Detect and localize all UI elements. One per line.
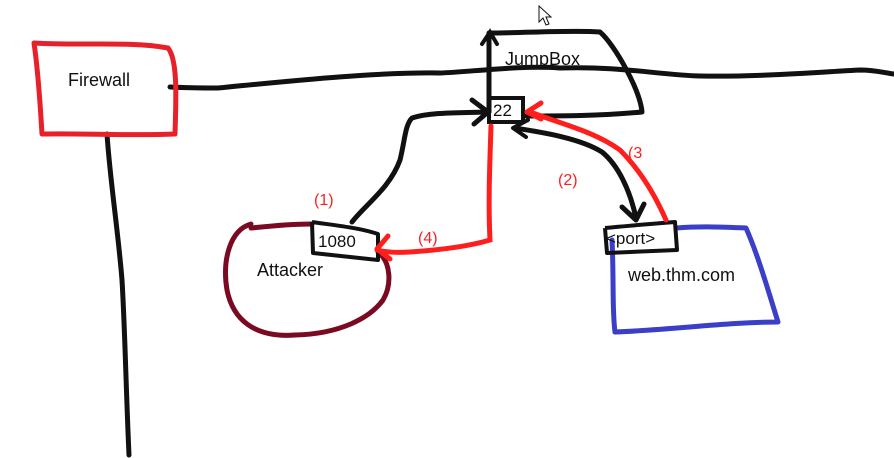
- step-3-label: (3: [628, 145, 642, 162]
- connection-step-3-arrowhead: [524, 100, 544, 122]
- web-box: [609, 224, 781, 335]
- connection-step-1-arrowhead: [469, 97, 491, 127]
- connection-step-3: [527, 109, 669, 223]
- attacker-port-label: 1080: [318, 232, 356, 251]
- jumpbox-port-label: 22: [493, 101, 512, 120]
- attacker-node: 1080 Attacker: [223, 220, 392, 338]
- connection-step-2: [512, 125, 639, 221]
- attacker-label: Attacker: [257, 260, 323, 280]
- attacker-outline-top: [248, 221, 315, 231]
- network-line: [167, 64, 894, 91]
- firewall-node: Firewall: [31, 40, 179, 138]
- connection-step-4: [374, 123, 494, 255]
- jumpbox-node: JumpBox 22: [480, 28, 645, 124]
- web-label: web.thm.com: [627, 265, 735, 285]
- connection-step-1: [349, 109, 489, 225]
- mouse-pointer-icon: [538, 4, 553, 26]
- firewall-label: Firewall: [68, 70, 130, 90]
- web-node: <port> web.thm.com: [603, 220, 781, 335]
- step-4-label: (4): [418, 230, 438, 247]
- jumpbox-box: [486, 28, 645, 119]
- step-2-label: (2): [558, 172, 578, 189]
- connection-step-2-arrowhead-web: [619, 201, 647, 223]
- jumpbox-label: JumpBox: [505, 49, 580, 69]
- connection-step-2-arrowhead-jumpbox: [511, 118, 530, 139]
- jumpbox-arrow-head: [480, 28, 499, 46]
- attacker-outline: [223, 221, 392, 338]
- connection-step-4-arrowhead: [374, 233, 393, 262]
- web-port-box: [603, 220, 679, 255]
- firewall-box: [31, 40, 179, 138]
- step-1-label: (1): [314, 192, 334, 209]
- web-port-label: <port>: [606, 229, 655, 248]
- firewall-uplink-line: [104, 131, 132, 458]
